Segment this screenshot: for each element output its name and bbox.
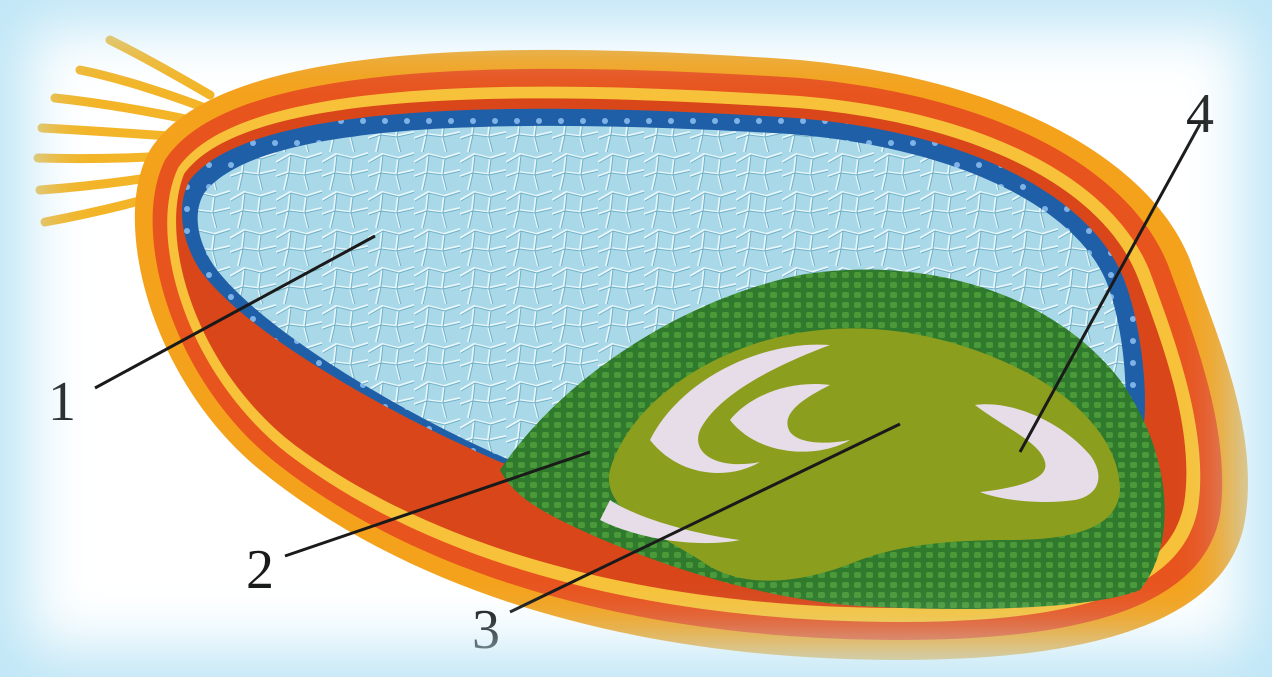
callout-number-4: 4 (1186, 83, 1214, 145)
callout-number-2: 2 (246, 539, 274, 601)
callout-number-1: 1 (48, 371, 76, 433)
callout-number-3: 3 (472, 599, 500, 661)
